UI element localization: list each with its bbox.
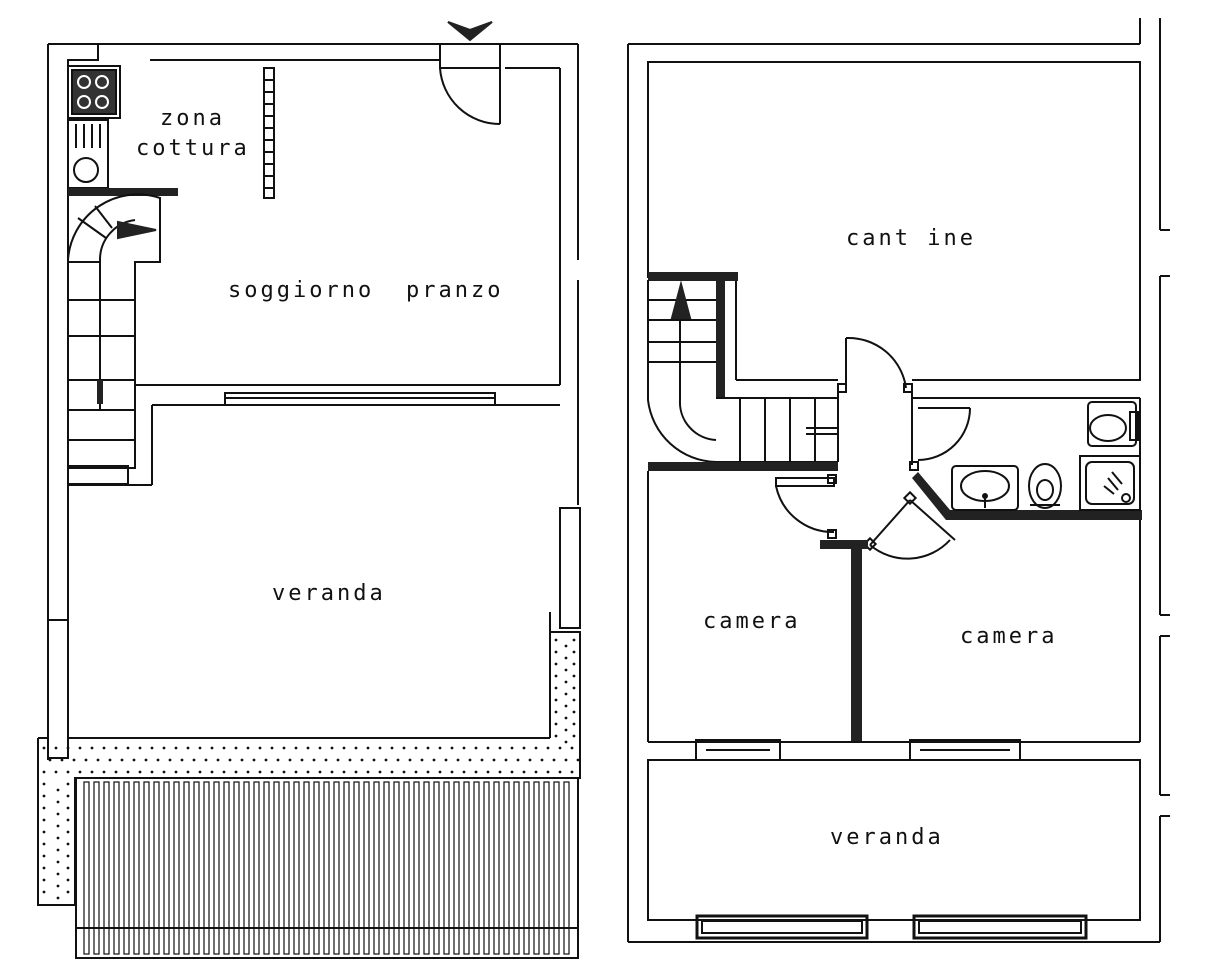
label-cottura: cottura	[136, 136, 250, 161]
room-labels: zona cottura soggiorno pranzo veranda ca…	[136, 106, 1057, 850]
label-camera-right: camera	[960, 624, 1057, 649]
label-veranda-ground: veranda	[272, 581, 386, 606]
window-veranda-left	[695, 914, 869, 940]
label-pranzo: pranzo	[406, 278, 503, 303]
corridor-doors	[775, 336, 971, 560]
outer-walls-upper	[627, 18, 1170, 943]
camera-rooms	[647, 471, 1141, 761]
window-right	[559, 507, 581, 629]
entry-arrow-icon	[447, 21, 493, 42]
label-cantine: cant ine	[846, 226, 976, 251]
kitchen-stove-icon	[67, 65, 121, 119]
porch-pergola	[75, 777, 579, 959]
label-veranda-upper: veranda	[830, 825, 944, 850]
kitchen-block	[67, 65, 275, 199]
bidet-icon	[1028, 463, 1062, 509]
ground-floor-plan	[37, 21, 581, 959]
kitchen-sink-icon	[67, 119, 109, 189]
interior-walls-thick	[648, 462, 1142, 742]
label-soggiorno: soggiorno	[228, 278, 374, 303]
stair-direction-arrow-icon	[117, 220, 157, 240]
living-veranda-wall	[68, 384, 560, 486]
terrace-dots	[42, 638, 580, 900]
kitchen-counter-wall	[68, 188, 178, 196]
entry-door-icon	[439, 43, 501, 126]
outer-walls	[47, 43, 581, 760]
label-camera-left: camera	[703, 609, 800, 634]
kitchen-partition	[263, 67, 275, 199]
shower-icon	[1079, 455, 1141, 511]
wc-icon	[1087, 401, 1139, 447]
label-zona: zona	[160, 106, 225, 131]
cantine-room	[647, 61, 1141, 381]
window-veranda-right	[912, 914, 1088, 940]
washbasin-icon	[951, 465, 1019, 511]
stair-up-arrow-icon	[670, 280, 692, 319]
upper-floor-plan	[627, 18, 1170, 943]
bathroom	[912, 397, 1141, 511]
veranda-upper-room	[647, 759, 1141, 940]
